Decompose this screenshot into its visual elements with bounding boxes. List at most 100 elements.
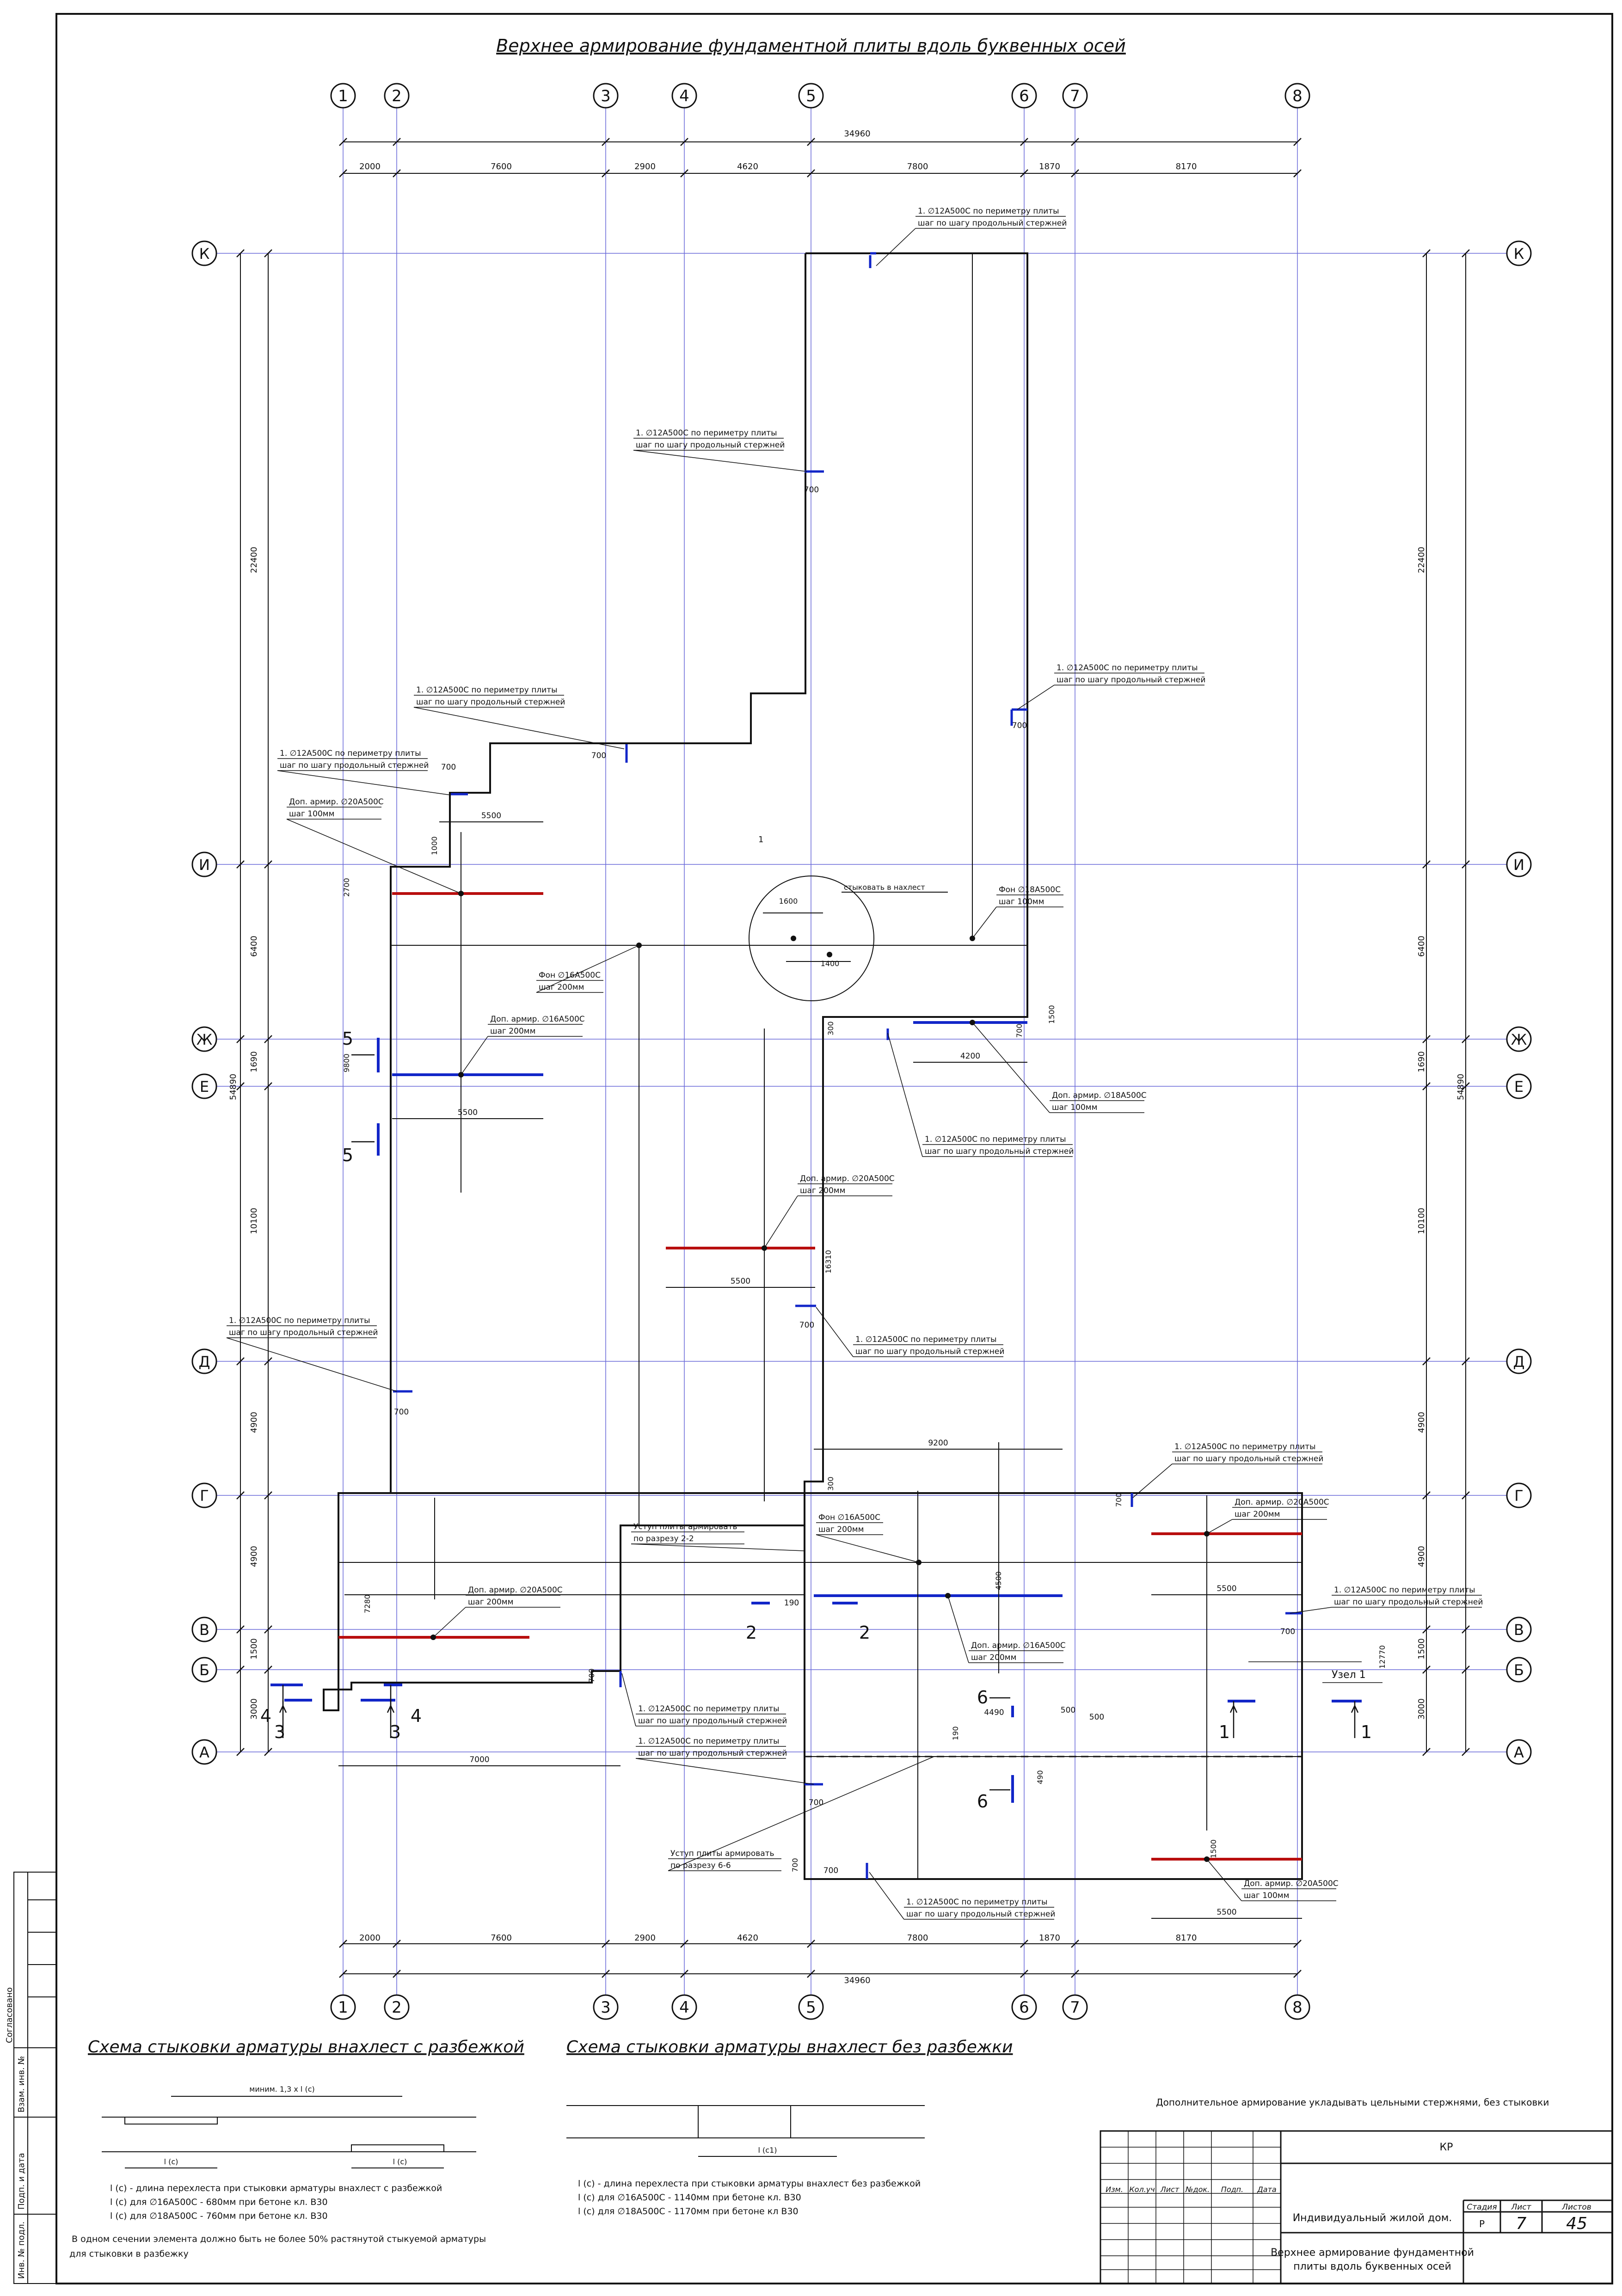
dim-label-vert: 1500 — [1047, 1005, 1056, 1024]
side-dim-upper-l: 22400 — [249, 547, 259, 573]
dim-tick — [264, 249, 272, 257]
callout-leader — [461, 1036, 488, 1075]
dim-tick — [236, 860, 245, 869]
dim-tick — [602, 1970, 610, 1978]
dim-tick — [1462, 1082, 1470, 1090]
dim-tick — [339, 1970, 347, 1978]
axis-label-row: К — [1514, 245, 1524, 263]
callout-line-1: Фон ∅16А500С — [539, 971, 601, 980]
axis-bubble-col — [593, 1994, 619, 2020]
bottom-dim-label: 7800 — [907, 1933, 928, 1943]
axis-bubble-row — [191, 1616, 217, 1642]
dim-tick — [1071, 1970, 1079, 1978]
callout-line-1: 1. ∅12А500С по периметру плиты — [925, 1135, 1066, 1144]
dim-label-vert: 1000 — [430, 836, 439, 855]
tb-sheet-name-2: плиты вдоль буквенных осей — [1293, 2261, 1451, 2272]
dim-tick — [680, 1940, 688, 1948]
tb-sheet-name-1: Верхнее армирование фундаментной — [1271, 2247, 1474, 2259]
dim-tick — [1462, 1748, 1470, 1756]
lap-circle — [749, 876, 874, 1001]
callout-line-1: Уступ плиты армировать — [670, 1849, 774, 1858]
axis-label-col: 4 — [679, 87, 689, 105]
axis-bubble-row — [1506, 1657, 1532, 1683]
total-dim-bottom: 34960 — [844, 1976, 870, 1985]
dim-label-vert: 9800 — [342, 1053, 351, 1072]
axis-label-row: Е — [200, 1078, 209, 1096]
dim-1400: 1400 — [821, 959, 840, 968]
dim-label-vert: 300 — [826, 1476, 835, 1491]
callout-line-1: 1. ∅12А500С по периметру плиты — [280, 749, 421, 758]
dim-label-vert: 2700 — [342, 878, 351, 897]
side-dim-total-r: 54890 — [1456, 1074, 1466, 1100]
dim-label: 4200 — [960, 1052, 980, 1061]
extra-note: Дополнительное армирование укладывать це… — [1156, 2097, 1549, 2108]
side-dim-zhe-l: 1690 — [249, 1051, 259, 1072]
dim-label: 5500 — [1216, 1584, 1236, 1593]
axis-bubble-row — [1506, 851, 1532, 877]
tb-sheets-hdr: Листов — [1561, 2203, 1591, 2212]
dim-label: 4490 — [984, 1708, 1004, 1717]
callout-leader — [635, 1758, 814, 1785]
callout-line-2: шаг по шагу продольный стержней — [918, 219, 1067, 228]
dim-label: 7000 — [469, 1755, 489, 1764]
axis-label-row: Г — [200, 1487, 209, 1505]
section-label: 1 — [1361, 1722, 1372, 1742]
title-block-grid — [1100, 2131, 1281, 2284]
dim-tick — [680, 1970, 688, 1978]
scheme2-lc: l (с1) — [758, 2146, 777, 2155]
dim-tick — [264, 1748, 272, 1756]
callout-line-1: 1. ∅12А500С по периметру плиты — [638, 1704, 780, 1714]
callout-leader — [433, 1607, 466, 1638]
axis-bubble-row — [191, 1348, 217, 1374]
callout-line-1: 1. ∅12А500С по периметру плиты — [1334, 1586, 1475, 1595]
dim-label: 190 — [784, 1598, 799, 1608]
drawing-title: Верхнее армирование фундаментной плиты в… — [496, 36, 1126, 56]
top-dim-label: 8170 — [1176, 162, 1197, 171]
dimension-lines — [240, 141, 1466, 1974]
callout-line-1: Доп. армир. ∅16А500С — [971, 1641, 1066, 1650]
tb-sheets: 45 — [1566, 2214, 1587, 2233]
side-dim-zhe-r: 1690 — [1417, 1051, 1426, 1072]
dim-label-vert: 490 — [1036, 1770, 1044, 1784]
axis-label-row: А — [199, 1744, 209, 1761]
section-label: 1 — [1219, 1722, 1230, 1742]
axis-grid — [213, 102, 1507, 1999]
dim-tick — [1071, 138, 1079, 146]
axis-bubble-col — [798, 1994, 824, 2020]
section-arrow — [279, 1700, 287, 1738]
axis-label-col: 1 — [338, 1998, 348, 2017]
axis-label-row: А — [1514, 1744, 1524, 1761]
section-label: 5 — [342, 1145, 353, 1165]
dim-tick — [1293, 1940, 1302, 1948]
bar-node — [791, 936, 796, 941]
callout-line-2: шаг 200мм — [490, 1027, 535, 1036]
callout-line-1: Доп. армир. ∅20А500С — [289, 797, 384, 807]
axis-label-col: 8 — [1292, 87, 1303, 105]
bottom-dim-label: 2900 — [634, 1933, 656, 1943]
axis-label-col: 5 — [806, 1998, 816, 2017]
stamp-sign: Подп. и дата — [17, 2153, 26, 2210]
axis-bubble-row — [1506, 1026, 1532, 1052]
dim-label-vert: 190 — [951, 1726, 960, 1740]
callout-line-2: шаг 200мм — [1235, 1510, 1280, 1519]
axis-label-col: 7 — [1070, 87, 1080, 105]
callout-line-1: 1. ∅12А500С по периметру плиты — [229, 1316, 370, 1325]
scheme2-drawing — [566, 2105, 925, 2157]
dim-label: 500 — [1061, 1706, 1075, 1715]
dim-label: 5500 — [1216, 1908, 1236, 1917]
callout-line-1: Доп. армир. ∅16А500С — [490, 1015, 585, 1024]
dim-label: 5500 — [481, 811, 501, 820]
dim-tick — [1422, 1035, 1431, 1043]
scheme1-drawing — [102, 2096, 476, 2168]
side-dim-mid2-r: 10100 — [1417, 1208, 1426, 1234]
side-dim-ba-l: 3000 — [249, 1698, 259, 1720]
dim-tick — [1422, 1748, 1431, 1756]
stamp-agreed: Согласовано — [5, 1987, 14, 2043]
callout-leader — [972, 1022, 1050, 1113]
dim-tick — [602, 1940, 610, 1948]
dim-tick — [1462, 1625, 1470, 1634]
dim-label: 5500 — [458, 1108, 478, 1117]
